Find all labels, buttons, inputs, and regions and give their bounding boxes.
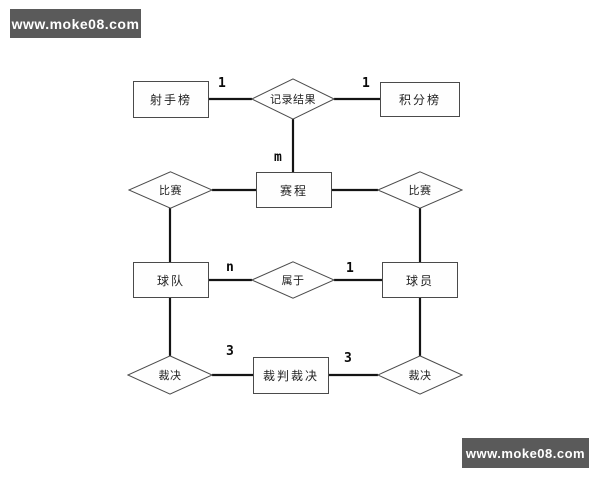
- cardinality-rulingleft-referee: 3: [226, 344, 234, 359]
- relationship-ruling-left: 裁决: [127, 355, 213, 395]
- entity-referee-ruling-label: 裁判裁决: [262, 369, 319, 383]
- watermark-badge-bottom: www.moke08.com: [462, 438, 589, 468]
- entity-player-label: 球员: [405, 273, 434, 288]
- relationship-match-right-label: 比赛: [408, 185, 432, 197]
- cardinality-record-points: 1: [362, 76, 370, 91]
- entity-schedule: 赛程: [256, 172, 332, 208]
- diamond-shape-icon: [377, 355, 463, 395]
- entity-shooter-board-label: 射手榜: [149, 93, 192, 107]
- entity-team-label: 球队: [156, 273, 185, 288]
- relationship-belongs-to-label: 属于: [281, 275, 305, 287]
- diamond-shape-icon: [251, 261, 335, 299]
- entity-player: 球员: [382, 262, 458, 298]
- diamond-shape-icon: [128, 171, 213, 209]
- watermark-badge-top: www.moke08.com: [10, 9, 141, 38]
- entity-points-board: 积分榜: [380, 82, 460, 117]
- relationship-record-result: 记录结果: [251, 78, 335, 120]
- cardinality-team-belongs: n: [226, 260, 234, 275]
- cardinality-belongs-player: 1: [346, 261, 354, 276]
- entity-shooter-board: 射手榜: [133, 81, 209, 118]
- relationship-belongs-to: 属于: [251, 261, 335, 299]
- cardinality-shooter-record: 1: [218, 76, 226, 91]
- diamond-shape-icon: [127, 355, 213, 395]
- relationship-match-right: 比赛: [377, 171, 463, 209]
- relationship-match-left: 比赛: [128, 171, 213, 209]
- entity-team: 球队: [133, 262, 209, 298]
- relationship-ruling-left-label: 裁决: [158, 370, 182, 382]
- relationship-ruling-right: 裁决: [377, 355, 463, 395]
- diamond-shape-icon: [251, 78, 335, 120]
- cardinality-referee-rulingright: 3: [344, 351, 352, 366]
- relationship-match-left-label: 比赛: [159, 185, 182, 197]
- relationship-record-result-label: 记录结果: [270, 94, 316, 106]
- entity-points-board-label: 积分榜: [398, 93, 441, 107]
- entity-referee-ruling: 裁判裁决: [253, 357, 329, 394]
- entity-schedule-label: 赛程: [279, 183, 308, 198]
- diamond-shape-icon: [377, 171, 463, 209]
- relationship-ruling-right-label: 裁决: [408, 370, 432, 382]
- cardinality-record-schedule: m: [274, 150, 282, 165]
